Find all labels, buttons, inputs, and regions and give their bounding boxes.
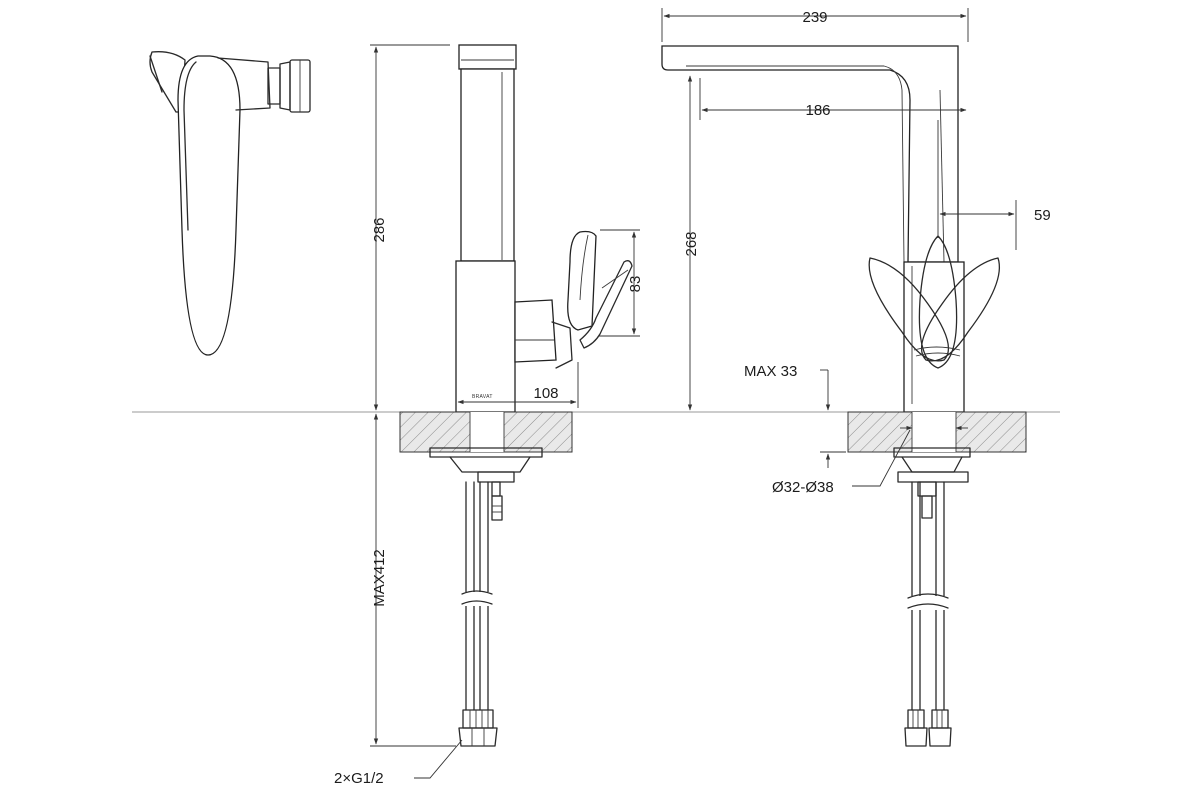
- front-hose-nut-right: [931, 709, 949, 729]
- dim-lever-depth: 108: [533, 385, 558, 402]
- dim-handle-offset: 59: [1034, 207, 1051, 224]
- side-spout-column: [460, 68, 515, 262]
- side-cartridge-housing: [514, 299, 557, 363]
- dim-total-height: 286: [371, 217, 388, 242]
- dimension-lines: [370, 8, 1017, 779]
- side-lever: [567, 230, 597, 331]
- top-view-handle: [177, 55, 241, 356]
- top-view-fin-edge: [149, 55, 163, 93]
- dim-connection: 2×G1/2: [334, 770, 384, 787]
- dim-spout-reach-inner: 186: [805, 102, 830, 119]
- side-hose-nut: [462, 709, 494, 729]
- front-view: [661, 45, 1027, 747]
- side-hose-break: [461, 590, 493, 595]
- front-lever-left: [868, 257, 950, 362]
- front-spout-inner-edge: [686, 65, 905, 263]
- front-lever-right: [920, 257, 1001, 362]
- front-hose-break: [907, 593, 949, 599]
- dim-spout-reach: 239: [802, 9, 827, 26]
- side-lever-swept: [579, 260, 633, 349]
- side-threaded-stud: [491, 495, 503, 521]
- front-spout-arm: [661, 45, 959, 263]
- top-view-collar: [279, 61, 291, 111]
- top-view: [149, 51, 311, 356]
- side-spout-cap: [458, 44, 517, 70]
- front-lever-center: [918, 235, 958, 369]
- side-body-block: [455, 260, 516, 413]
- brand-mark: BRAVAT: [472, 394, 493, 400]
- front-mounting-plate: [893, 447, 971, 458]
- dim-spout-height: 268: [683, 231, 700, 256]
- dim-lever-height: 83: [627, 276, 644, 293]
- top-view-body: [217, 57, 271, 111]
- front-threaded-stud: [921, 495, 933, 519]
- dim-hose-length: MAX412: [371, 549, 388, 607]
- side-lever-joint: [551, 321, 573, 369]
- side-mounting-plate: [429, 447, 543, 458]
- top-view-handle-edge: [183, 61, 197, 231]
- side-view: BRAVAT: [399, 44, 633, 747]
- dimension-labels: 286 MAX412 83 108 239 186 268 59 MAX 33 …: [334, 9, 1051, 787]
- dim-counter-thickness: MAX 33: [744, 363, 797, 380]
- dim-mount-hole: Ø32-Ø38: [772, 479, 834, 496]
- front-hose-nut-left: [907, 709, 925, 729]
